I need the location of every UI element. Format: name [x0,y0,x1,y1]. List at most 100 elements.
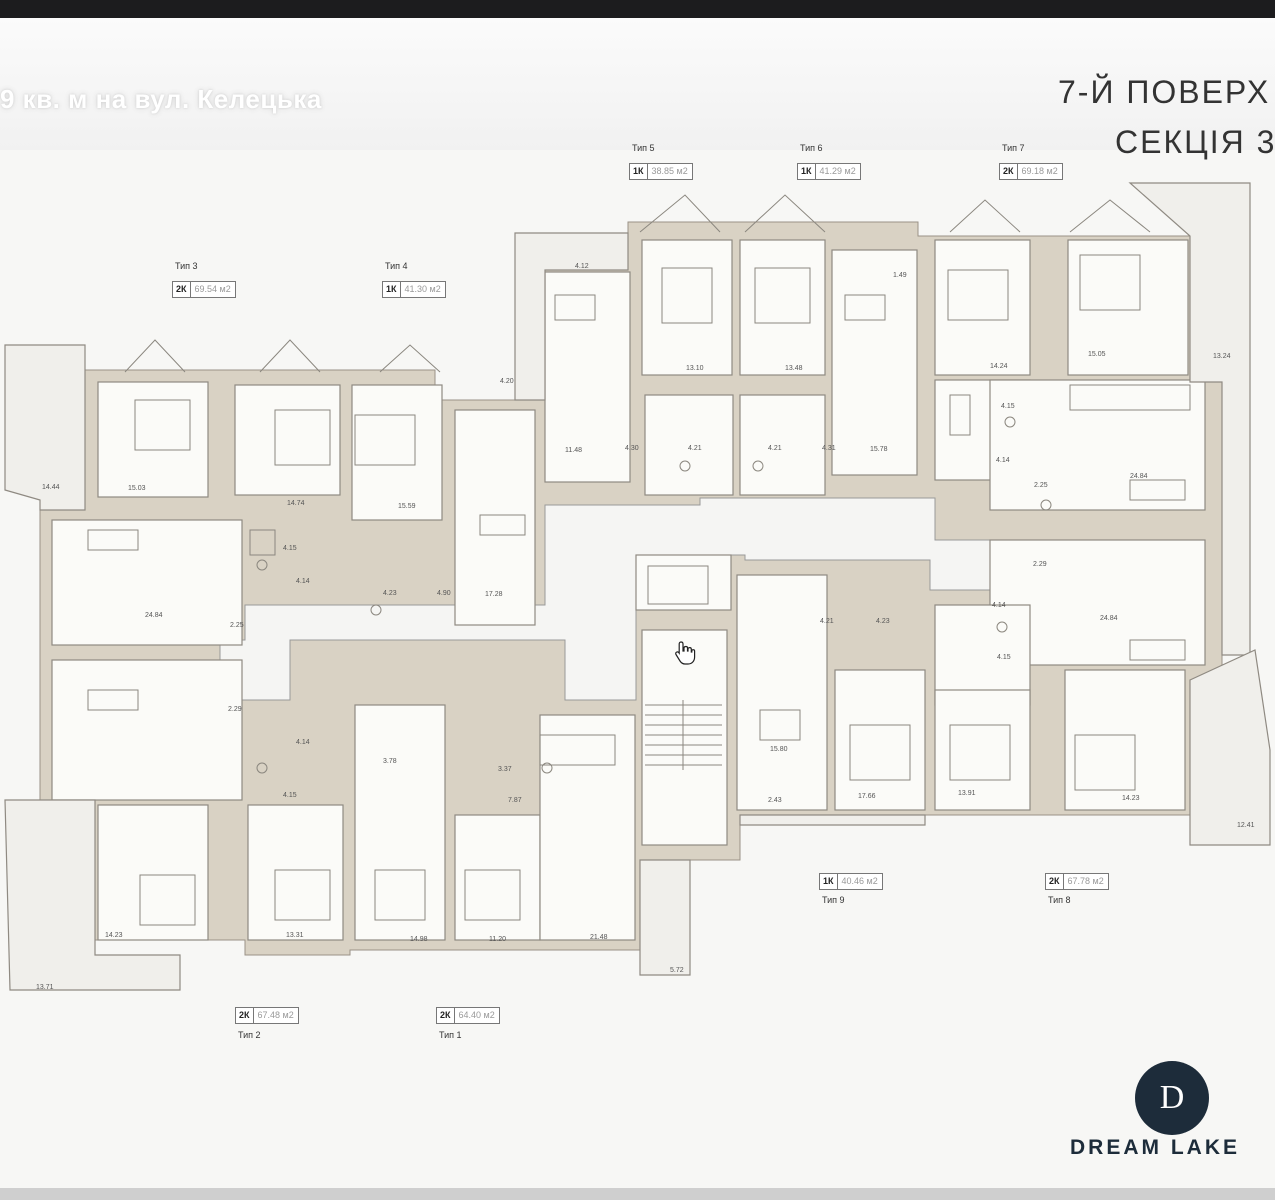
apartment-rooms: 2К [173,282,191,297]
apartment-type-label: Тип 6 [800,143,823,153]
apartment-badge[interactable]: 2К 69.18 м2 [999,163,1063,180]
room-area: 4.21 [768,445,782,452]
room-area: 13.24 [1213,353,1231,360]
rooms-left [51,381,636,941]
room-area: 24.84 [145,612,163,619]
room-area: 4.14 [992,602,1006,609]
room-area: 4.20 [500,378,514,385]
room-area: 14.44 [42,484,60,491]
balconies [4,182,1271,991]
apartment-badge[interactable]: 2К 67.48 м2 [235,1007,299,1024]
room-area: 13.31 [286,932,304,939]
room-area: 15.78 [870,446,888,453]
room-area: 4.30 [625,445,639,452]
apartment-rooms: 1К [798,164,816,179]
screen-bezel-bottom [0,1188,1275,1200]
room-area: 14.23 [1122,795,1140,802]
room-area: 4.31 [822,445,836,452]
apartment-rooms: 2К [1000,164,1018,179]
apartment-rooms: 1К [630,164,648,179]
room-area: 14.23 [105,932,123,939]
dream-lake-logo: D [1135,1061,1209,1135]
apartment-type-label: Тип 3 [175,261,198,271]
room-area: 4.21 [820,618,834,625]
apartment-rooms: 1К [383,282,401,297]
floor-title: 7-Й ПОВЕРХ [1058,74,1271,110]
room-area: 17.28 [485,591,503,598]
apartment-area: 38.85 м2 [651,166,688,176]
room-area: 14.24 [990,363,1008,370]
room-area: 7.87 [508,797,522,804]
room-area: 4.21 [688,445,702,452]
room-area: 13.91 [958,790,976,797]
apartment-badge[interactable]: 1К 41.29 м2 [797,163,861,180]
room-area: 15.80 [770,746,788,753]
room-area: 4.15 [283,792,297,799]
apartment-type-label: Тип 1 [439,1030,462,1040]
room-area: 4.14 [296,739,310,746]
room-area-labels: 4.12 13.10 13.48 1.49 14.24 15.05 13.24 … [36,263,1255,991]
room-area: 4.90 [437,590,451,597]
room-area: 2.25 [1034,482,1048,489]
logo-text: DREAM LAKE [1070,1136,1240,1159]
room-area: 4.14 [296,578,310,585]
apartment-area: 67.78 м2 [1067,876,1104,886]
rooms-right [736,379,1206,811]
apartment-type-label: Тип 5 [632,143,655,153]
room-area: 11.48 [565,447,582,454]
apartment-rooms: 2К [1046,874,1064,889]
apartment-badge[interactable]: 1К 40.46 м2 [819,873,883,890]
apartment-rooms: 1К [820,874,838,889]
room-area: 4.14 [996,457,1010,464]
banner-caption: 9 кв. м на вул. Келецька [0,84,322,114]
room-area: 13.10 [686,365,704,372]
apartment-badge[interactable]: 1К 41.30 м2 [382,281,446,298]
header-banner: 9 кв. м на вул. Келецька 7-Й ПОВЕРХ СЕКЦ… [0,18,1275,160]
room-area: 12.41 [1237,822,1255,829]
furniture [87,254,1191,926]
room-area: 24.84 [1130,473,1148,480]
room-area: 15.05 [1088,351,1106,358]
room-area: 4.15 [283,545,297,552]
room-area: 3.78 [383,758,397,765]
apartment-rooms: 2К [437,1008,455,1023]
room-area: 13.48 [785,365,803,372]
apartment-badge[interactable]: 1К 38.85 м2 [629,163,693,180]
apartment-type-label: Тип 4 [385,261,408,271]
apartment-type-label: Тип 7 [1002,143,1025,153]
apartment-type-label: Тип 8 [1048,895,1071,905]
room-area: 1.49 [893,272,907,279]
room-area: 15.03 [128,485,146,492]
rooms-top [544,239,1189,496]
room-area: 3.37 [498,766,512,773]
room-area: 4.15 [1001,403,1015,410]
room-area: 13.71 [36,984,54,991]
screen-bezel-top [0,0,1275,18]
room-area: 4.15 [997,654,1011,661]
room-area: 11.20 [489,936,506,943]
apartment-badge[interactable]: 2К 64.40 м2 [436,1007,500,1024]
room-area: 14.98 [410,936,428,943]
apartment-area: 40.46 м2 [841,876,878,886]
apartment-type-label: Тип 9 [822,895,845,905]
apartment-area: 64.40 м2 [458,1010,495,1020]
apartment-area: 41.30 м2 [404,284,441,294]
apartment-area: 67.48 м2 [257,1010,294,1020]
room-area: 17.66 [858,793,876,800]
floor-plan-drawing: 4.12 13.10 13.48 1.49 14.24 15.05 13.24 … [4,182,1271,991]
apartment-type-label: Тип 2 [238,1030,261,1040]
apartment-area: 41.29 м2 [819,166,856,176]
apartment-rooms: 2К [236,1008,254,1023]
room-area: 24.84 [1100,615,1118,622]
hand-pointer-icon [675,641,696,665]
room-area: 21.48 [590,934,608,941]
floor-plan: 4.12 13.10 13.48 1.49 14.24 15.05 13.24 … [0,140,1275,1100]
apartment-area: 69.18 м2 [1021,166,1058,176]
stair-lift-core [635,554,732,846]
room-area: 2.29 [228,706,242,713]
section-title: СЕКЦІЯ 3 [1115,124,1275,160]
apartment-badge[interactable]: 2К 67.78 м2 [1045,873,1109,890]
room-area: 4.23 [383,590,397,597]
room-area: 14.74 [287,500,305,507]
apartment-badge[interactable]: 2К 69.54 м2 [172,281,236,298]
